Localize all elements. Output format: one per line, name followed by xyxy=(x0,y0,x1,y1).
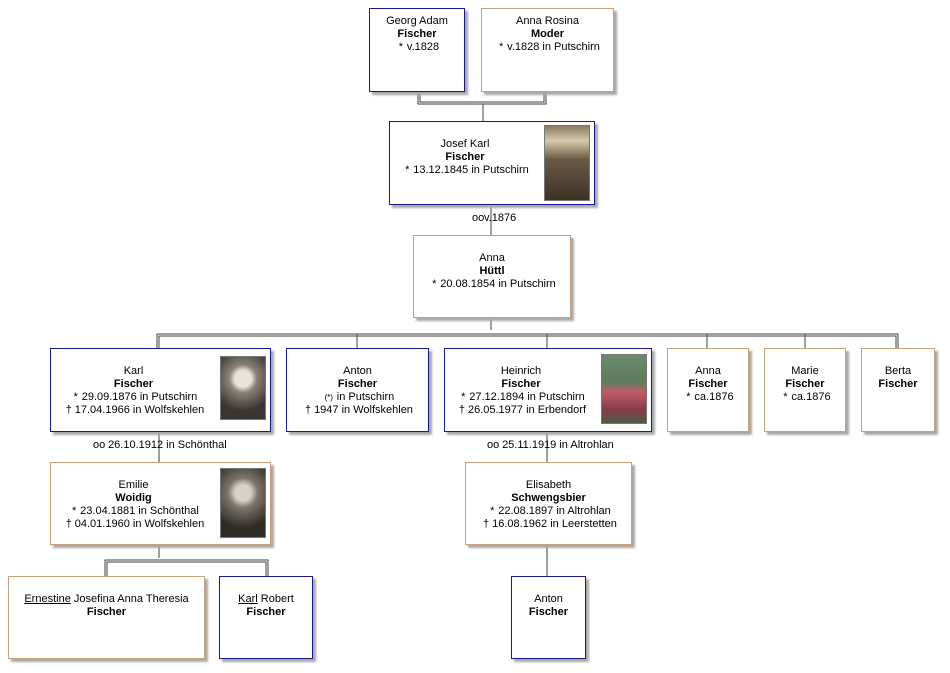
given-name: Anna xyxy=(695,365,721,377)
death-symbol: † xyxy=(65,518,72,530)
person-anton-fischer-jr[interactable]: Anton Fischer xyxy=(511,576,586,659)
given-name: Josef Karl xyxy=(440,138,490,150)
surname: Fischer xyxy=(785,378,825,390)
death-symbol: † xyxy=(65,404,72,416)
given-name: Georg Adam xyxy=(386,15,448,27)
person-anna-rosina-moder[interactable]: Anna Rosina Moder *v.1828 in Putschirn xyxy=(481,8,614,92)
death-info: 17.04.1966 in Wolfskehlen xyxy=(74,404,205,416)
person-berta-fischer[interactable]: Berta Fischer xyxy=(861,348,935,432)
birth-symbol: * xyxy=(405,164,410,176)
birth-symbol: * xyxy=(461,391,466,403)
marriage-symbol: oo xyxy=(487,439,500,451)
death-symbol: † xyxy=(483,518,490,530)
marriage-label-josef-anna: oov.1876 xyxy=(472,212,517,224)
surname: Woidig xyxy=(115,492,152,504)
person-georg-adam-fischer[interactable]: Georg Adam Fischer *v.1828 xyxy=(369,8,465,92)
death-symbol: † xyxy=(305,404,312,416)
birth-symbol: * xyxy=(72,505,77,517)
surname: Fischer xyxy=(113,378,154,390)
person-anton-fischer[interactable]: Anton Fischer (*)in Putschirn †1947 in W… xyxy=(286,348,429,432)
person-anna-huettl[interactable]: Anna Hüttl *20.08.1854 in Putschirn xyxy=(413,235,571,318)
person-emilie-woidig[interactable]: Emilie Woidig *23.04.1881 in Schönthal †… xyxy=(50,462,271,545)
birth-info: 29.09.1876 in Putschirn xyxy=(81,391,198,403)
given-name: Elisabeth xyxy=(525,479,572,491)
portrait-photo[interactable] xyxy=(601,354,647,424)
birth-info: 22.08.1897 in Altrohlan xyxy=(498,505,611,517)
person-karl-fischer[interactable]: Karl Fischer *29.09.1876 in Putschirn †1… xyxy=(50,348,271,432)
given-name: Josefina Anna Theresia xyxy=(70,593,189,605)
portrait-photo[interactable] xyxy=(220,468,266,538)
baptism-symbol: (*) xyxy=(324,393,333,402)
call-name: Karl xyxy=(238,593,258,605)
surname: Fischer xyxy=(878,378,918,390)
given-name: Karl xyxy=(123,365,144,377)
birth-info: v.1828 in Putschirn xyxy=(507,41,600,53)
surname: Fischer xyxy=(528,606,569,618)
given-name: Berta xyxy=(884,365,912,377)
person-josef-karl-fischer[interactable]: Josef Karl Fischer *13.12.1845 in Putsch… xyxy=(389,121,595,205)
marriage-label-karl-emilie: oo 26.10.1912 in Schönthal xyxy=(93,439,227,451)
death-symbol: † xyxy=(458,404,466,416)
birth-symbol: * xyxy=(432,278,437,290)
surname: Fischer xyxy=(501,378,541,390)
given-name: Marie xyxy=(791,365,819,377)
given-name: Emilie xyxy=(118,479,149,491)
birth-info: v.1828 xyxy=(406,41,440,53)
surname: Moder xyxy=(531,28,564,40)
death-info: 16.08.1962 in Leerstetten xyxy=(492,518,617,530)
death-info: 1947 in Wolfskehlen xyxy=(314,404,413,416)
birth-symbol: * xyxy=(490,505,495,517)
person-heinrich-fischer[interactable]: Heinrich Fischer *27.12.1894 in Putschir… xyxy=(444,348,652,432)
given-name: Anton xyxy=(343,365,372,377)
given-name: Heinrich xyxy=(500,365,542,377)
birth-info: ca.1876 xyxy=(694,391,734,403)
given-name: Anna Rosina xyxy=(516,15,579,27)
birth-symbol: * xyxy=(398,41,404,53)
birth-info: 23.04.1881 in Schönthal xyxy=(80,505,199,517)
portrait-photo[interactable] xyxy=(220,356,266,420)
death-info: 04.01.1960 in Wolfskehlen xyxy=(74,518,205,530)
given-name: Robert xyxy=(257,593,294,605)
surname: Fischer xyxy=(337,378,378,390)
portrait-photo[interactable] xyxy=(544,125,590,201)
surname: Hüttl xyxy=(479,265,505,277)
birth-symbol: * xyxy=(686,391,691,403)
person-marie-fischer[interactable]: Marie Fischer *ca.1876 xyxy=(764,348,846,432)
birth-info: 27.12.1894 in Putschirn xyxy=(469,391,585,403)
surname: Fischer xyxy=(246,606,286,618)
surname: Fischer xyxy=(86,606,127,618)
person-ernestine-fischer[interactable]: Ernestine Josefina Anna Theresia Fischer xyxy=(8,576,205,659)
birth-info: 20.08.1854 in Putschirn xyxy=(440,278,556,290)
marriage-label-heinrich-elisabeth: oo 25.11.1919 in Altrohlan xyxy=(487,439,614,451)
surname: Fischer xyxy=(397,28,437,40)
surname: Fischer xyxy=(445,151,485,163)
birth-symbol: * xyxy=(783,391,788,403)
surname: Fischer xyxy=(688,378,728,390)
surname: Schwengsbier xyxy=(511,492,586,504)
given-name: Anna xyxy=(479,252,505,264)
birth-symbol: * xyxy=(73,391,78,403)
birth-symbol: * xyxy=(498,41,504,53)
birth-info: ca.1876 xyxy=(791,391,831,403)
marriage-symbol: oo xyxy=(472,212,485,224)
birth-info: in Putschirn xyxy=(336,391,395,403)
birth-info: 13.12.1845 in Putschirn xyxy=(413,164,529,176)
death-info: 26.05.1977 in Erbendorf xyxy=(467,404,587,416)
person-anna-fischer[interactable]: Anna Fischer *ca.1876 xyxy=(667,348,749,432)
person-elisabeth-schwengsbier[interactable]: Elisabeth Schwengsbier *22.08.1897 in Al… xyxy=(465,462,632,545)
call-name: Ernestine xyxy=(24,593,71,605)
marriage-symbol: oo xyxy=(93,439,106,451)
given-name: Anton xyxy=(534,593,563,605)
person-karl-robert-fischer[interactable]: Karl Robert Fischer xyxy=(219,576,313,659)
